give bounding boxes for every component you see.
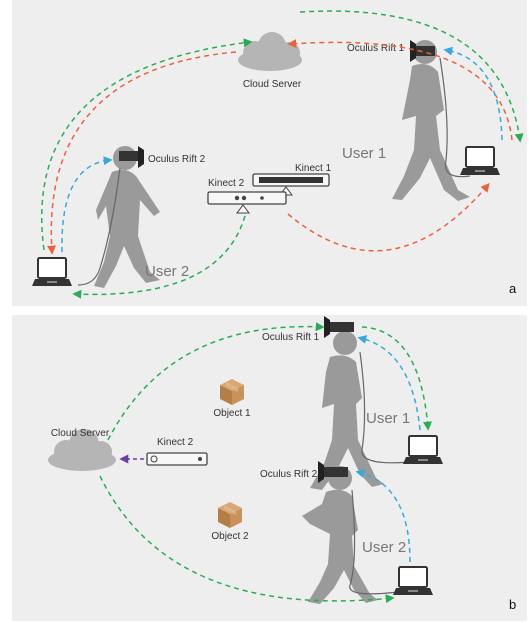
user-1-label: User 1 [342, 145, 386, 162]
arrow-laptop1-to-oculus1 [357, 335, 421, 431]
user-2-cable [77, 167, 121, 286]
oculus-rift-1-headset-icon [324, 316, 354, 338]
arrow-cloud-to-laptop2 [99, 475, 395, 604]
kinect-2-sensor-icon [146, 452, 208, 466]
cloud-server-label: Cloud Server [243, 79, 302, 90]
arrow-kinect1-to-laptop1 [287, 182, 490, 252]
oculus-rift-2-label: Oculus Rift 2 [260, 469, 318, 480]
object-2-label: Object 2 [211, 531, 249, 542]
oculus-rift-2-headset-icon [119, 146, 144, 168]
laptop-1-icon [402, 435, 444, 465]
arrow-oculus1-to-laptop1 [361, 326, 432, 431]
arrow-cloud-to-laptop1 [299, 10, 524, 143]
panel-a-letter: a [509, 281, 517, 296]
user-1-figure [310, 331, 384, 490]
user-1-label: User 1 [366, 410, 410, 427]
user-2-cable [349, 489, 399, 595]
arrow-kinect2-to-laptop2 [72, 215, 246, 299]
arrow-cloud-to-oculus1 [107, 322, 325, 441]
arrow-laptop1-to-oculus1 [443, 46, 503, 141]
oculus-rift-1-headset-icon [410, 40, 435, 62]
arrow-laptop2-to-cloud [40, 38, 253, 251]
arrow-cloud-to-laptop2 [47, 51, 237, 255]
panel-b-letter: b [509, 597, 516, 612]
kinect-1-sensor-icon [252, 173, 330, 196]
user-1-cable [359, 351, 411, 464]
object-1-label: Object 1 [213, 408, 251, 419]
oculus-rift-2-label: Oculus Rift 2 [148, 154, 206, 165]
arrow-laptop2-to-oculus2 [61, 156, 113, 253]
kinect-2-label: Kinect 2 [157, 437, 194, 448]
arrow-laptop2-to-oculus2 [355, 469, 411, 563]
kinect-1-label: Kinect 1 [295, 163, 332, 174]
cloud-server-label: Cloud Server [51, 428, 110, 439]
arrow-laptop1-to-cloud [287, 39, 513, 141]
laptop-2-icon [392, 566, 434, 596]
laptop-1-icon [459, 146, 501, 176]
user-2-label: User 2 [362, 539, 406, 556]
laptop-2-icon [31, 257, 73, 287]
cloud-server-icon [48, 429, 116, 471]
kinect-2-label: Kinect 2 [208, 178, 245, 189]
user-2-label: User 2 [145, 263, 189, 280]
oculus-rift-2-headset-icon [318, 461, 348, 483]
user-1-cable [439, 57, 471, 178]
oculus-rift-1-label: Oculus Rift 1 [262, 332, 320, 343]
oculus-rift-1-label: Oculus Rift 1 [347, 43, 405, 54]
kinect-2-sensor-icon [207, 191, 287, 214]
